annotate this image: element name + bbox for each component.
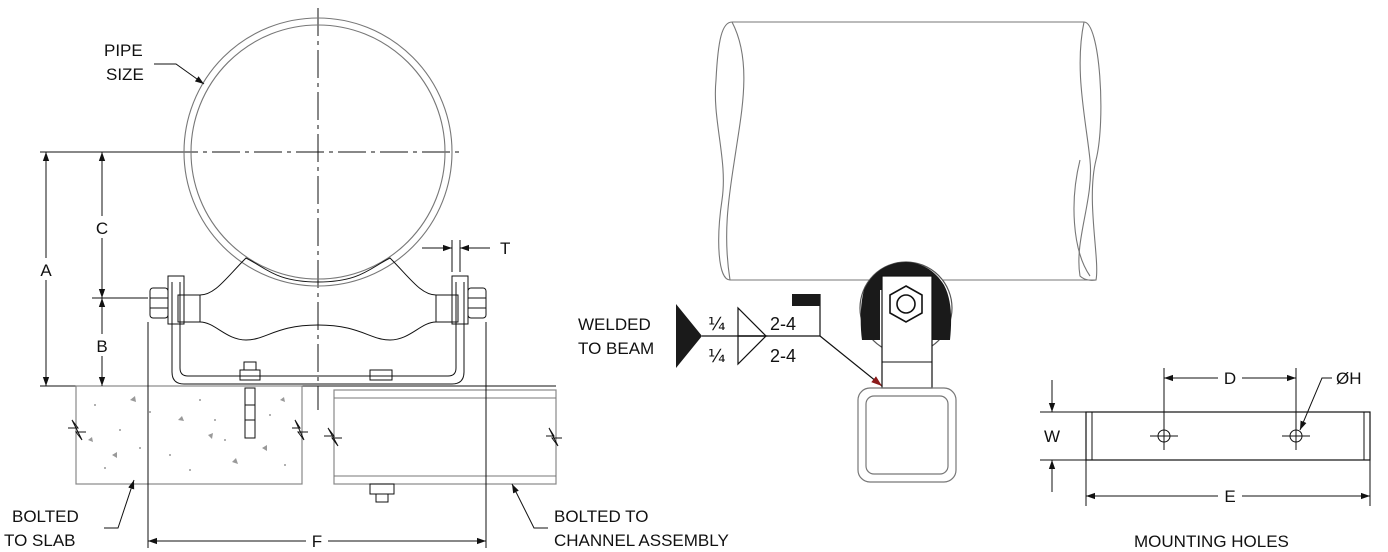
dimension-t-label: T: [500, 239, 510, 258]
dimension-b-label: B: [96, 337, 107, 356]
u-bracket-outer: [171, 282, 465, 385]
roller-body: [177, 257, 459, 341]
pipe-left-end-fold: [726, 21, 745, 281]
pipe-size-label-line1: PIPE: [104, 41, 143, 60]
channel-break-right: [546, 427, 562, 447]
bolted-to-channel-label-line2: CHANNEL ASSEMBLY: [554, 531, 729, 550]
weld-length-pitch-top: 2-4: [770, 314, 796, 334]
channel-bolt-head: [369, 483, 395, 495]
welded-label-line2: TO BEAM: [578, 339, 654, 358]
anchor-nut-left: [239, 369, 261, 381]
slab-break-right: [292, 419, 308, 441]
u-bracket-inner: [179, 282, 457, 377]
bracket-ear-left: [167, 275, 185, 325]
dimension-e-label: E: [1224, 487, 1235, 506]
pipe-size-label-line2: SIZE: [106, 65, 144, 84]
axle-hex-nut: [889, 285, 923, 323]
dimension-h-label: ØH: [1336, 369, 1362, 388]
anchor-nut-right: [369, 369, 393, 381]
bolted-to-slab-label-line1: BOLTED: [12, 507, 79, 526]
fillet-weld-symbol-top: [737, 306, 768, 337]
mounting-holes-view: D ØH W E MOUNTING HOLES: [1040, 368, 1371, 551]
bracket-ear-right: [451, 275, 469, 325]
pipe-side-outline: [714, 21, 1102, 281]
concrete-stipple: [88, 396, 286, 471]
weld-length-pitch-bottom: 2-4: [770, 346, 796, 366]
dimension-c-label: C: [96, 219, 108, 238]
pipe-inner-circle: [190, 24, 446, 280]
axle-nut-right: [467, 287, 487, 319]
welded-label-line1: WELDED: [578, 315, 651, 334]
pipe-right-end-fold: [1078, 21, 1097, 281]
field-weld-flag: [792, 294, 820, 306]
channel-beam: [333, 389, 557, 485]
weld-tail-marker: [676, 304, 702, 368]
weld-size-bottom: ¼: [708, 346, 725, 367]
support-beam-section: [857, 387, 957, 483]
slab-break-left: [68, 419, 86, 441]
dimension-d-label: D: [1224, 369, 1236, 388]
axle-hex-nut-inner: [896, 294, 916, 314]
axle-nut-left: [149, 287, 169, 319]
channel-break-left: [324, 427, 342, 447]
bolted-to-slab-label-line2: TO SLAB: [4, 531, 76, 550]
dimension-a-label: A: [40, 261, 52, 280]
weld-leader-arrow: [819, 335, 883, 387]
dimension-w-label: W: [1044, 427, 1060, 446]
end-view: WELDED TO BEAM ¼ ¼ 2-4 2-4: [578, 21, 1102, 483]
weld-size-top: ¼: [708, 314, 725, 335]
side-elevation-view: A C B T F PIPE SIZE BOLTED TO SLAB BOLTE…: [4, 8, 729, 551]
mounting-holes-caption: MOUNTING HOLES: [1134, 532, 1289, 551]
dimension-f-label: F: [312, 532, 322, 551]
base-plate-outline: [1085, 411, 1371, 461]
fillet-weld-symbol-bottom: [737, 335, 768, 366]
bolted-to-channel-label-line1: BOLTED TO: [554, 507, 648, 526]
concrete-slab: [75, 385, 303, 485]
pipe-outer-circle: [183, 17, 453, 287]
anchor-bolt-shank: [244, 387, 256, 439]
